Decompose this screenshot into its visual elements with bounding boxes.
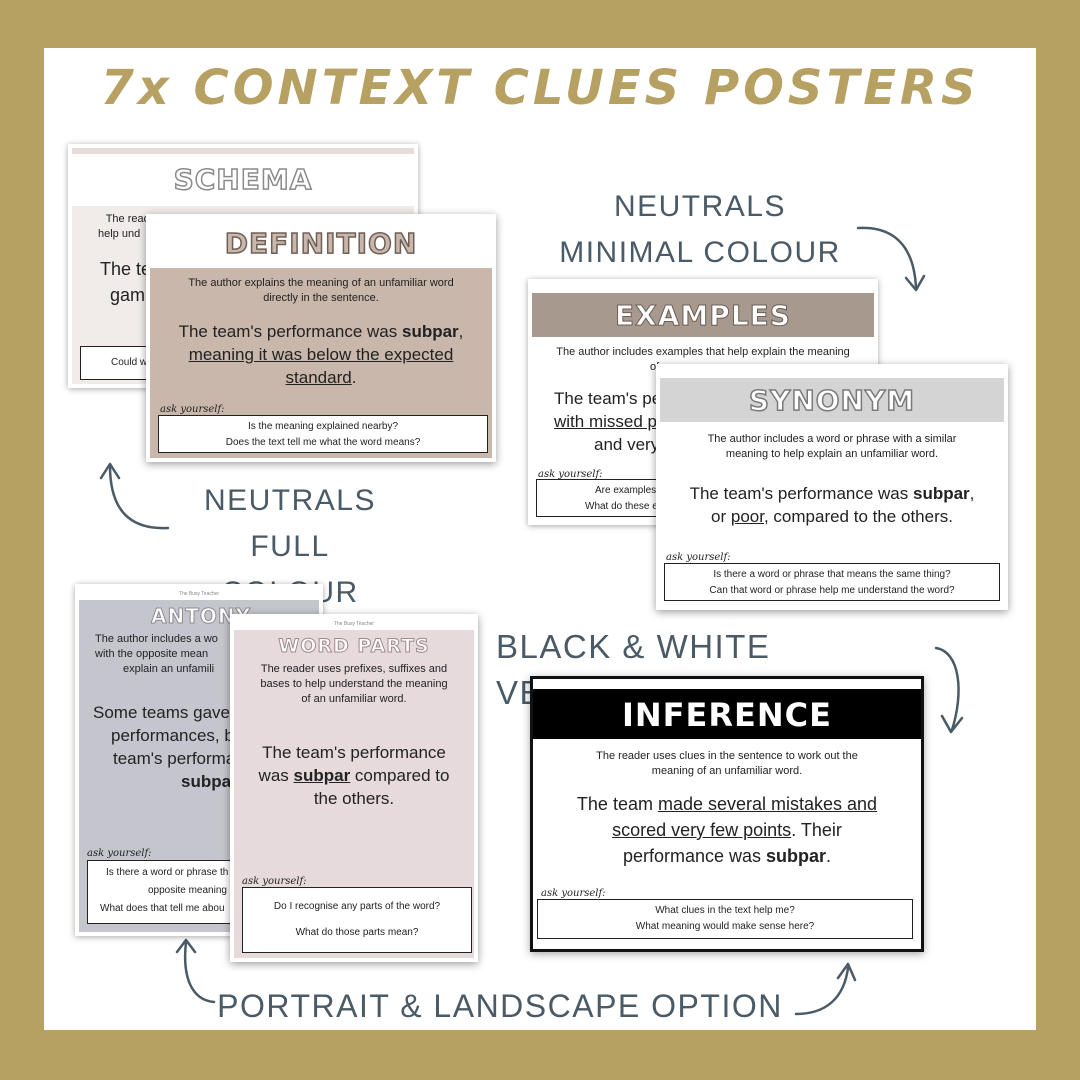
arrow-icon xyxy=(934,646,964,734)
poster-description: The author includes a word or phrase wit… xyxy=(707,433,957,460)
arrow-icon xyxy=(856,226,926,292)
poster-example: The te gam xyxy=(100,259,152,305)
poster-header-note: The Busy Teacher xyxy=(234,618,474,630)
question-box: Do I recognise any parts of the word? Wh… xyxy=(242,887,472,953)
poster-title: DEFINITION xyxy=(150,218,492,268)
poster-title: SYNONYM xyxy=(660,378,1004,422)
poster-inference: INFERENCE The reader uses clues in the s… xyxy=(530,676,924,952)
ask-yourself-label: ask yourself: xyxy=(538,469,603,480)
poster-description: The author includes examples that help e… xyxy=(556,346,850,373)
poster-description: The reader uses prefixes, suffixes and b… xyxy=(260,663,448,705)
poster-description: The author includes a wo with the opposi… xyxy=(95,633,218,675)
poster-title: INFERENCE xyxy=(533,689,921,739)
poster-description: The author explains the meaning of an un… xyxy=(188,277,454,304)
question-box: What clues in the text help me? What mea… xyxy=(537,899,913,939)
question-box: Is there a word or phrase that means the… xyxy=(664,563,1000,601)
poster-title: EXAMPLES xyxy=(532,293,874,337)
poster-title: WORD PARTS xyxy=(234,630,474,660)
caption-portrait-landscape: PORTRAIT & LANDSCAPE OPTION xyxy=(217,988,783,1024)
caption-neutrals-minimal: NEUTRALS MINIMAL COLOUR xyxy=(559,190,841,269)
poster-example: The team's performance was subpar compar… xyxy=(258,743,450,808)
poster-synonym: SYNONYM The author includes a word or ph… xyxy=(656,364,1008,610)
poster-example: The team's performance was subpar, or po… xyxy=(689,484,975,526)
poster-word-parts: The Busy Teacher WORD PARTS The reader u… xyxy=(230,614,478,962)
content-panel: 7x CONTEXT CLUES POSTERS SCHEMA The read… xyxy=(44,48,1036,1030)
arrow-icon xyxy=(175,938,216,1004)
ask-yourself-label: ask yourself: xyxy=(160,404,225,415)
poster-example: Some teams gave performances, b team's p… xyxy=(93,703,242,791)
poster-title: SCHEMA xyxy=(72,154,414,206)
poster-header-note: The Busy Teacher xyxy=(79,588,319,600)
page-headline: 7x CONTEXT CLUES POSTERS xyxy=(100,60,980,116)
arrow-icon xyxy=(99,462,170,530)
poster-example: The team made several mistakes and score… xyxy=(576,794,878,866)
question-box: Is the meaning explained nearby? Does th… xyxy=(158,415,488,453)
ask-yourself-label: ask yourself: xyxy=(541,888,606,899)
ask-yourself-label: ask yourself: xyxy=(666,552,731,563)
ask-yourself-label: ask yourself: xyxy=(242,876,307,887)
poster-example: The team's pe with missed p and very xyxy=(554,389,662,454)
poster-definition: DEFINITION The author explains the meani… xyxy=(146,214,496,462)
ask-yourself-label: ask yourself: xyxy=(87,848,152,859)
poster-description: The reader uses clues in the sentence to… xyxy=(596,750,858,777)
arrow-icon xyxy=(794,962,857,1016)
poster-example: The team's performance was subpar, meani… xyxy=(178,322,464,387)
